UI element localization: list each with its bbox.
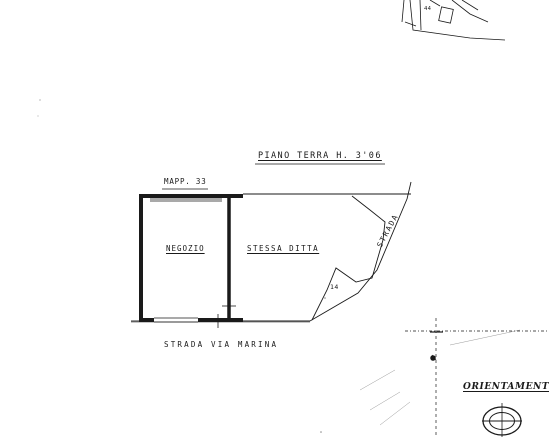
floor-title: PIANO TERRA H. 3'06 <box>258 151 382 161</box>
faint-scribbles <box>359 329 521 426</box>
mappale-label: MAPP. 33 <box>164 177 207 186</box>
top-parcel-number-label: 44 <box>424 6 432 12</box>
room-label-negozio: NEGOZIO <box>166 244 205 253</box>
window-openings <box>150 198 222 323</box>
parcel-number-label: 14 <box>330 283 339 291</box>
orientation-compass-icon <box>482 403 522 437</box>
room-label-stessa-ditta: STESSA DITTA <box>247 244 320 253</box>
store-walls <box>139 194 243 322</box>
reference-crosses <box>211 299 236 328</box>
scan-specks <box>37 99 326 433</box>
orientation-label: ORIENTAMENTO <box>463 382 549 392</box>
property-outline <box>131 181 412 323</box>
street-label-via-marina: STRADA VIA MARINA <box>164 340 279 349</box>
map-fragment-top <box>401 0 506 41</box>
coordinate-lines <box>405 318 549 437</box>
